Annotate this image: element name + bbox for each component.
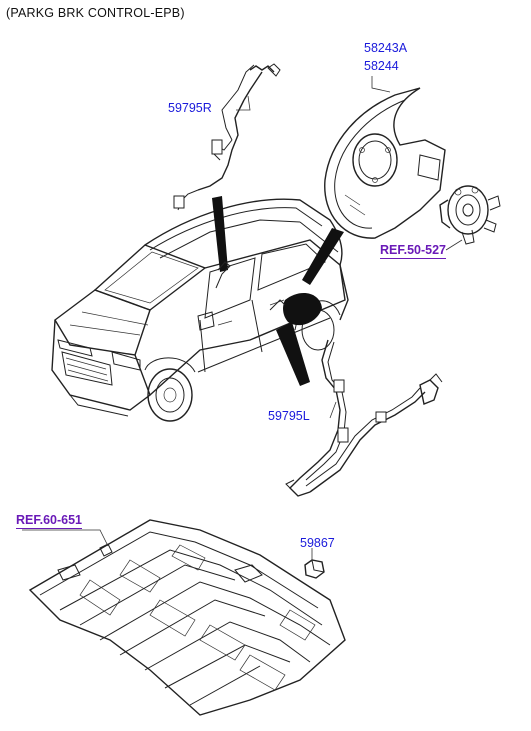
wheel-speed-sensor-right <box>173 63 281 211</box>
label-59795L: 59795L <box>268 409 310 423</box>
label-58243A: 58243A <box>364 41 408 55</box>
label-59867: 59867 <box>300 536 335 550</box>
floor-panel <box>28 519 346 716</box>
brake-disc-cover <box>324 87 446 239</box>
vehicle-illustration <box>51 196 349 422</box>
leader-lines <box>22 76 463 562</box>
ref-floor-link[interactable]: REF.60-651 <box>16 513 83 529</box>
diagram-title: (PARKG BRK CONTROL-EPB) <box>6 6 185 20</box>
grommet <box>304 559 325 579</box>
label-58244: 58244 <box>364 59 399 73</box>
wheel-speed-sensor-left <box>285 339 443 497</box>
ref-hub-link[interactable]: REF.50-527 <box>380 243 447 259</box>
label-59795R: 59795R <box>168 101 212 115</box>
hub-assembly <box>439 185 501 245</box>
